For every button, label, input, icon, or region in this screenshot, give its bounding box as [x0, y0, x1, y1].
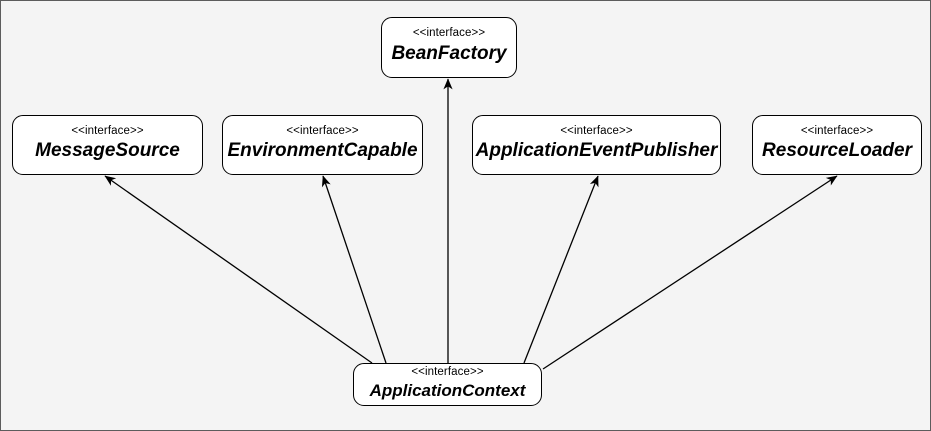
- uml-node-application-event-publisher[interactable]: <<interface>> ApplicationEventPublisher: [472, 115, 721, 175]
- stereotype-label: <<interface>>: [411, 365, 484, 378]
- stereotype-label: <<interface>>: [71, 124, 144, 137]
- uml-node-resource-loader[interactable]: <<interface>> ResourceLoader: [752, 115, 922, 175]
- stereotype-label: <<interface>>: [286, 124, 359, 137]
- edge-application-context-to-environment-capable: [321, 175, 387, 364]
- edge-application-context-to-resource-loader: [542, 175, 838, 370]
- uml-node-bean-factory[interactable]: <<interface>> BeanFactory: [381, 17, 517, 78]
- stereotype-label: <<interface>>: [560, 124, 633, 137]
- edge-group: [104, 78, 838, 370]
- edge-application-context-to-message-source: [104, 175, 373, 364]
- class-name-label: ApplicationContext: [369, 381, 526, 401]
- stereotype-label: <<interface>>: [412, 27, 486, 40]
- class-name-label: EnvironmentCapable: [227, 140, 418, 162]
- class-name-label: MessageSource: [35, 140, 180, 162]
- uml-node-environment-capable[interactable]: <<interface>> EnvironmentCapable: [222, 115, 423, 175]
- class-name-label: BeanFactory: [391, 42, 507, 64]
- class-name-label: ApplicationEventPublisher: [475, 140, 718, 162]
- uml-node-application-context[interactable]: <<interface>> ApplicationContext: [353, 363, 542, 406]
- stereotype-label: <<interface>>: [800, 124, 874, 137]
- edge-application-context-to-application-event-publisher: [523, 175, 599, 364]
- uml-node-message-source[interactable]: <<interface>> MessageSource: [12, 115, 203, 175]
- class-name-label: ResourceLoader: [762, 140, 912, 162]
